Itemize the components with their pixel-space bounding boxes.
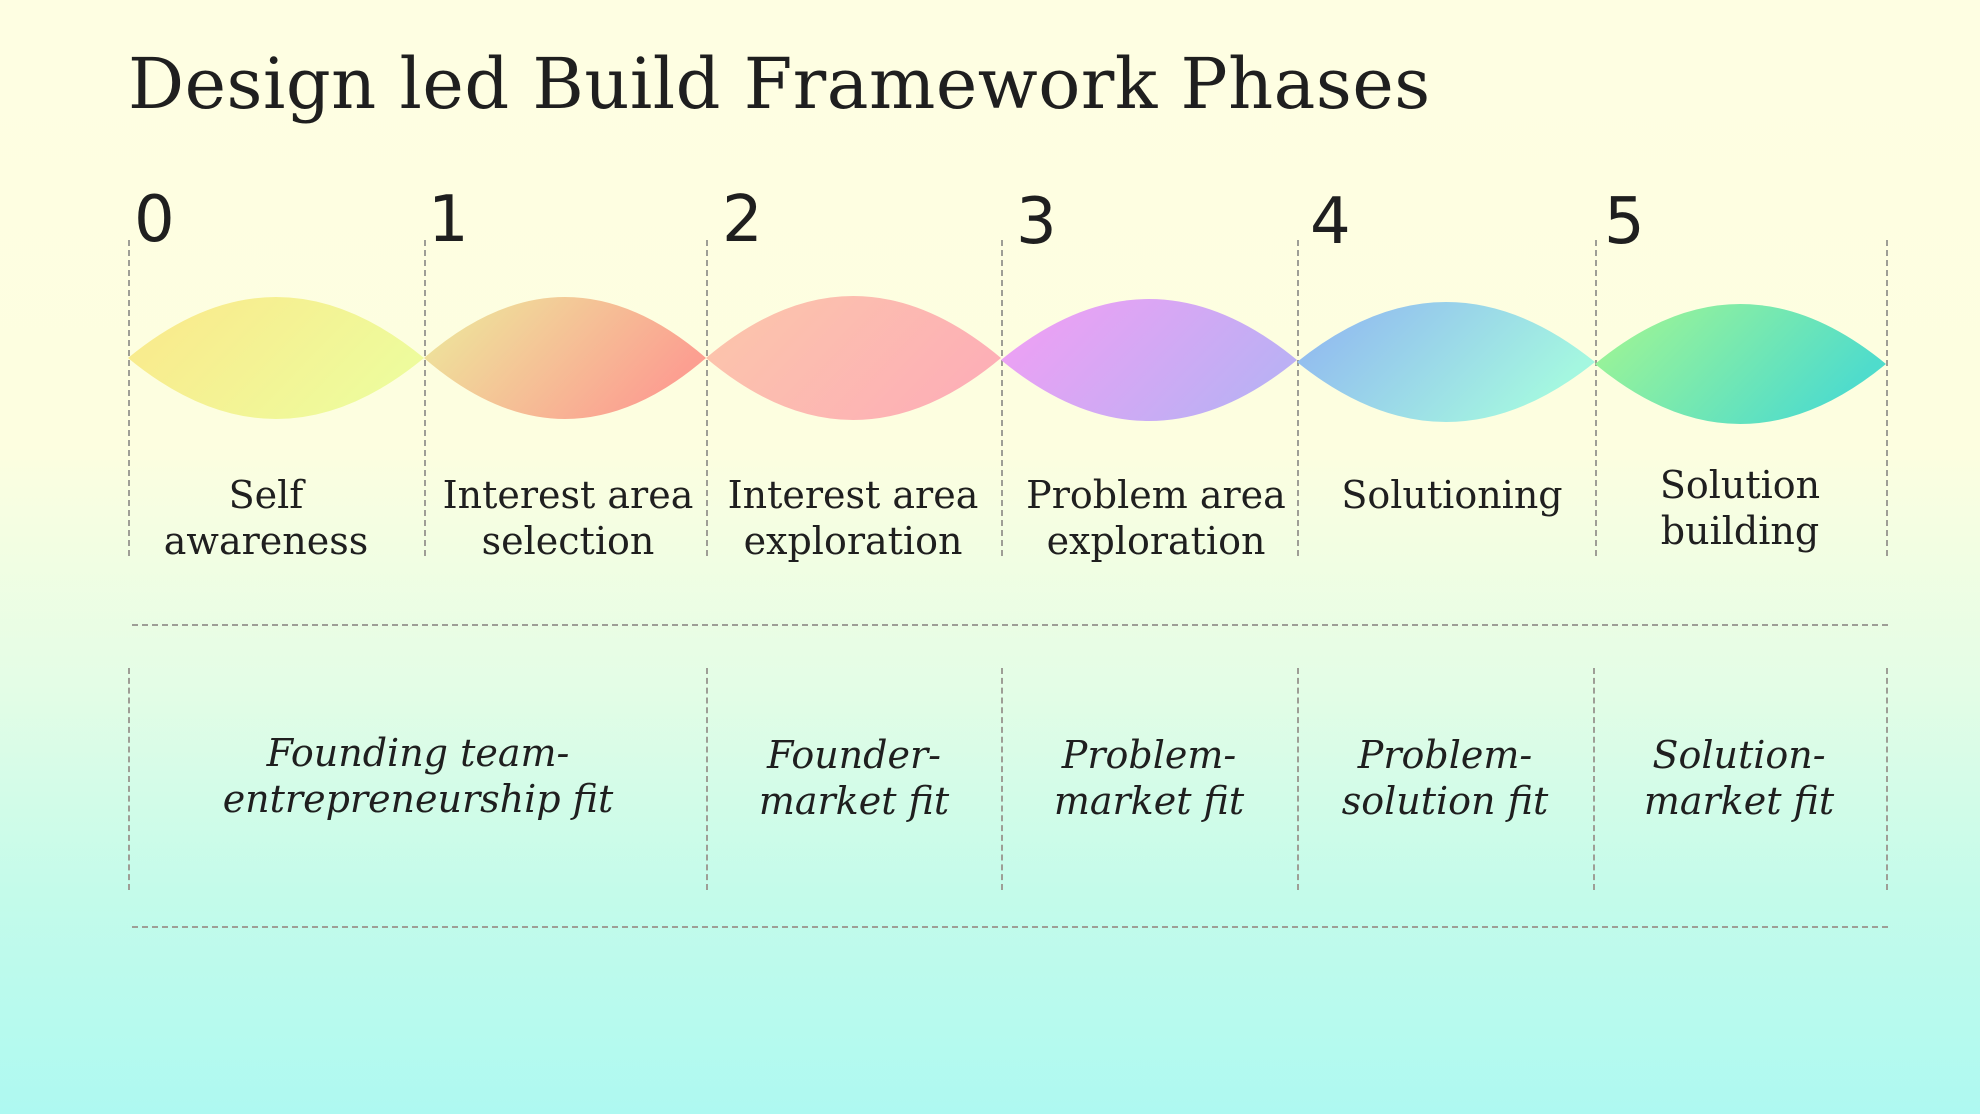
phase-leaf-1	[424, 297, 706, 419]
fit-divider	[706, 668, 708, 890]
phase-label-5: Solution building	[1659, 463, 1821, 553]
phase-label-1: Interest area selection	[442, 473, 694, 563]
section-divider-top	[132, 624, 1888, 626]
phase-leaf-3	[1001, 299, 1297, 421]
fit-label-2: Problem- market fit	[1053, 733, 1245, 823]
phase-divider	[1001, 240, 1003, 556]
phase-number-3: 3	[1016, 185, 1057, 259]
fit-divider	[1001, 668, 1003, 890]
phase-number-1: 1	[428, 183, 469, 257]
phase-divider	[128, 240, 130, 556]
phase-divider	[424, 240, 426, 556]
fit-divider	[128, 668, 130, 890]
fit-label-3: Problem- solution fit	[1341, 733, 1549, 823]
phase-label-4: Solutioning	[1341, 473, 1563, 517]
phase-divider	[1297, 240, 1299, 556]
phase-divider	[1886, 240, 1888, 556]
phase-leaf-5	[1595, 304, 1886, 424]
phase-divider	[1595, 240, 1597, 556]
phase-divider	[706, 240, 708, 556]
phase-number-2: 2	[722, 183, 763, 257]
section-divider-bottom	[132, 926, 1888, 928]
fit-label-1: Founder- market fit	[758, 733, 950, 823]
phase-number-0: 0	[134, 183, 175, 257]
phase-label-3: Problem area exploration	[1026, 473, 1286, 563]
phase-leaf-0	[128, 297, 424, 419]
page-title: Design led Build Framework Phases	[128, 43, 1431, 125]
phase-leaf-2	[706, 296, 1001, 420]
phase-number-5: 5	[1604, 185, 1645, 259]
phase-number-4: 4	[1310, 185, 1351, 259]
fit-divider	[1297, 668, 1299, 890]
fit-divider	[1886, 668, 1888, 890]
fit-label-4: Solution- market fit	[1643, 733, 1835, 823]
fit-label-0: Founding team- entrepreneurship fit	[222, 731, 614, 821]
phase-leaf-4	[1297, 302, 1595, 422]
phase-label-0: Self awareness	[163, 473, 369, 563]
fit-divider	[1593, 668, 1595, 890]
phase-label-2: Interest area exploration	[727, 473, 979, 563]
